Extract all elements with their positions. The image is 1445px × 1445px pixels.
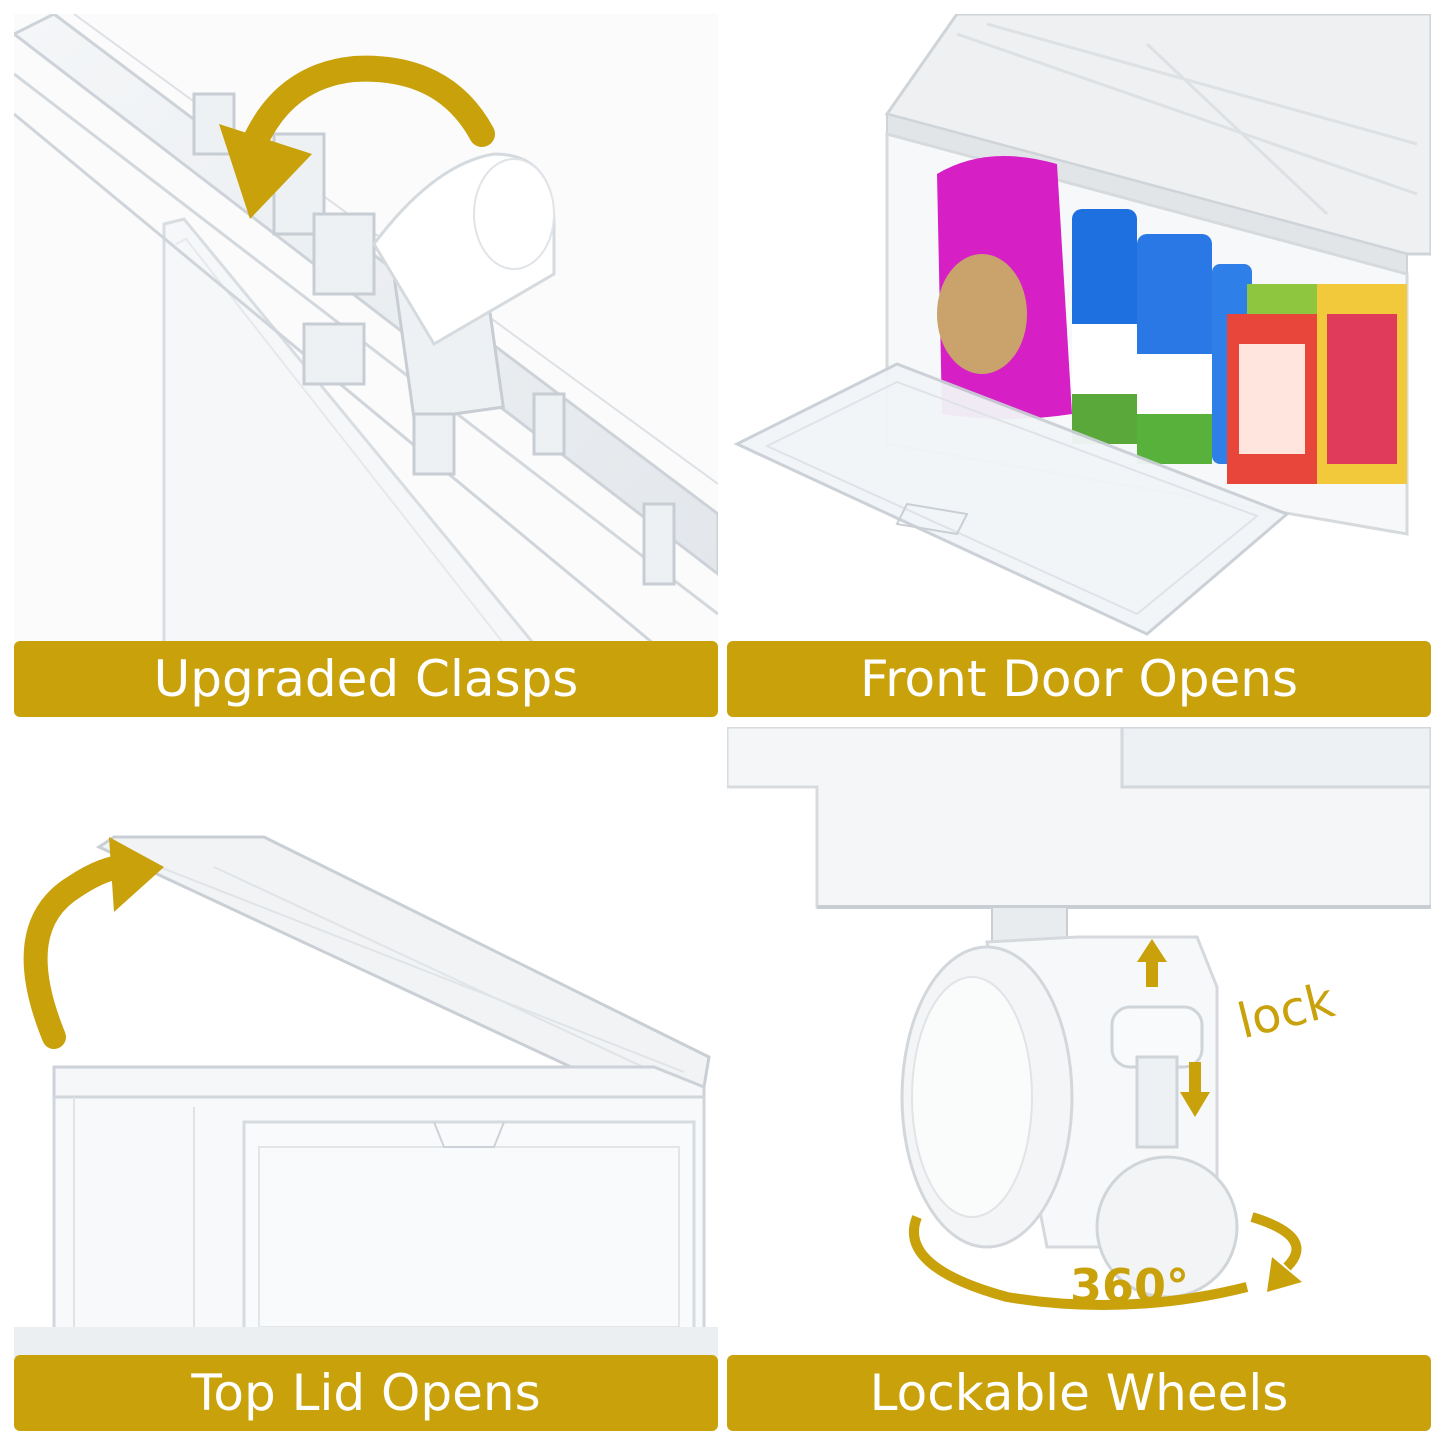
up-arrow-icon (1137, 939, 1167, 987)
curved-arrow-icon (23, 837, 164, 1049)
label-front-door-opens: Front Door Opens (727, 641, 1431, 717)
front-door-illustration (727, 14, 1431, 644)
down-arrow-icon (1180, 1062, 1210, 1117)
panel-upgraded-clasps (14, 14, 718, 644)
curved-arrow-icon (219, 55, 495, 219)
label-lockable-wheels: Lockable Wheels (727, 1355, 1431, 1431)
rotation-ring-icon (908, 1212, 1302, 1310)
top-lid-illustration (14, 727, 718, 1357)
panel-top-lid-opens (14, 727, 718, 1357)
panel-front-door-opens (727, 14, 1431, 644)
panel-lockable-wheels: lock 360° (727, 727, 1431, 1357)
rotation-degree-label: 360° (1070, 1259, 1190, 1313)
label-top-lid-opens: Top Lid Opens (14, 1355, 718, 1431)
clasp-illustration (14, 14, 718, 644)
label-upgraded-clasps: Upgraded Clasps (14, 641, 718, 717)
wheel-illustration (727, 727, 1431, 1357)
